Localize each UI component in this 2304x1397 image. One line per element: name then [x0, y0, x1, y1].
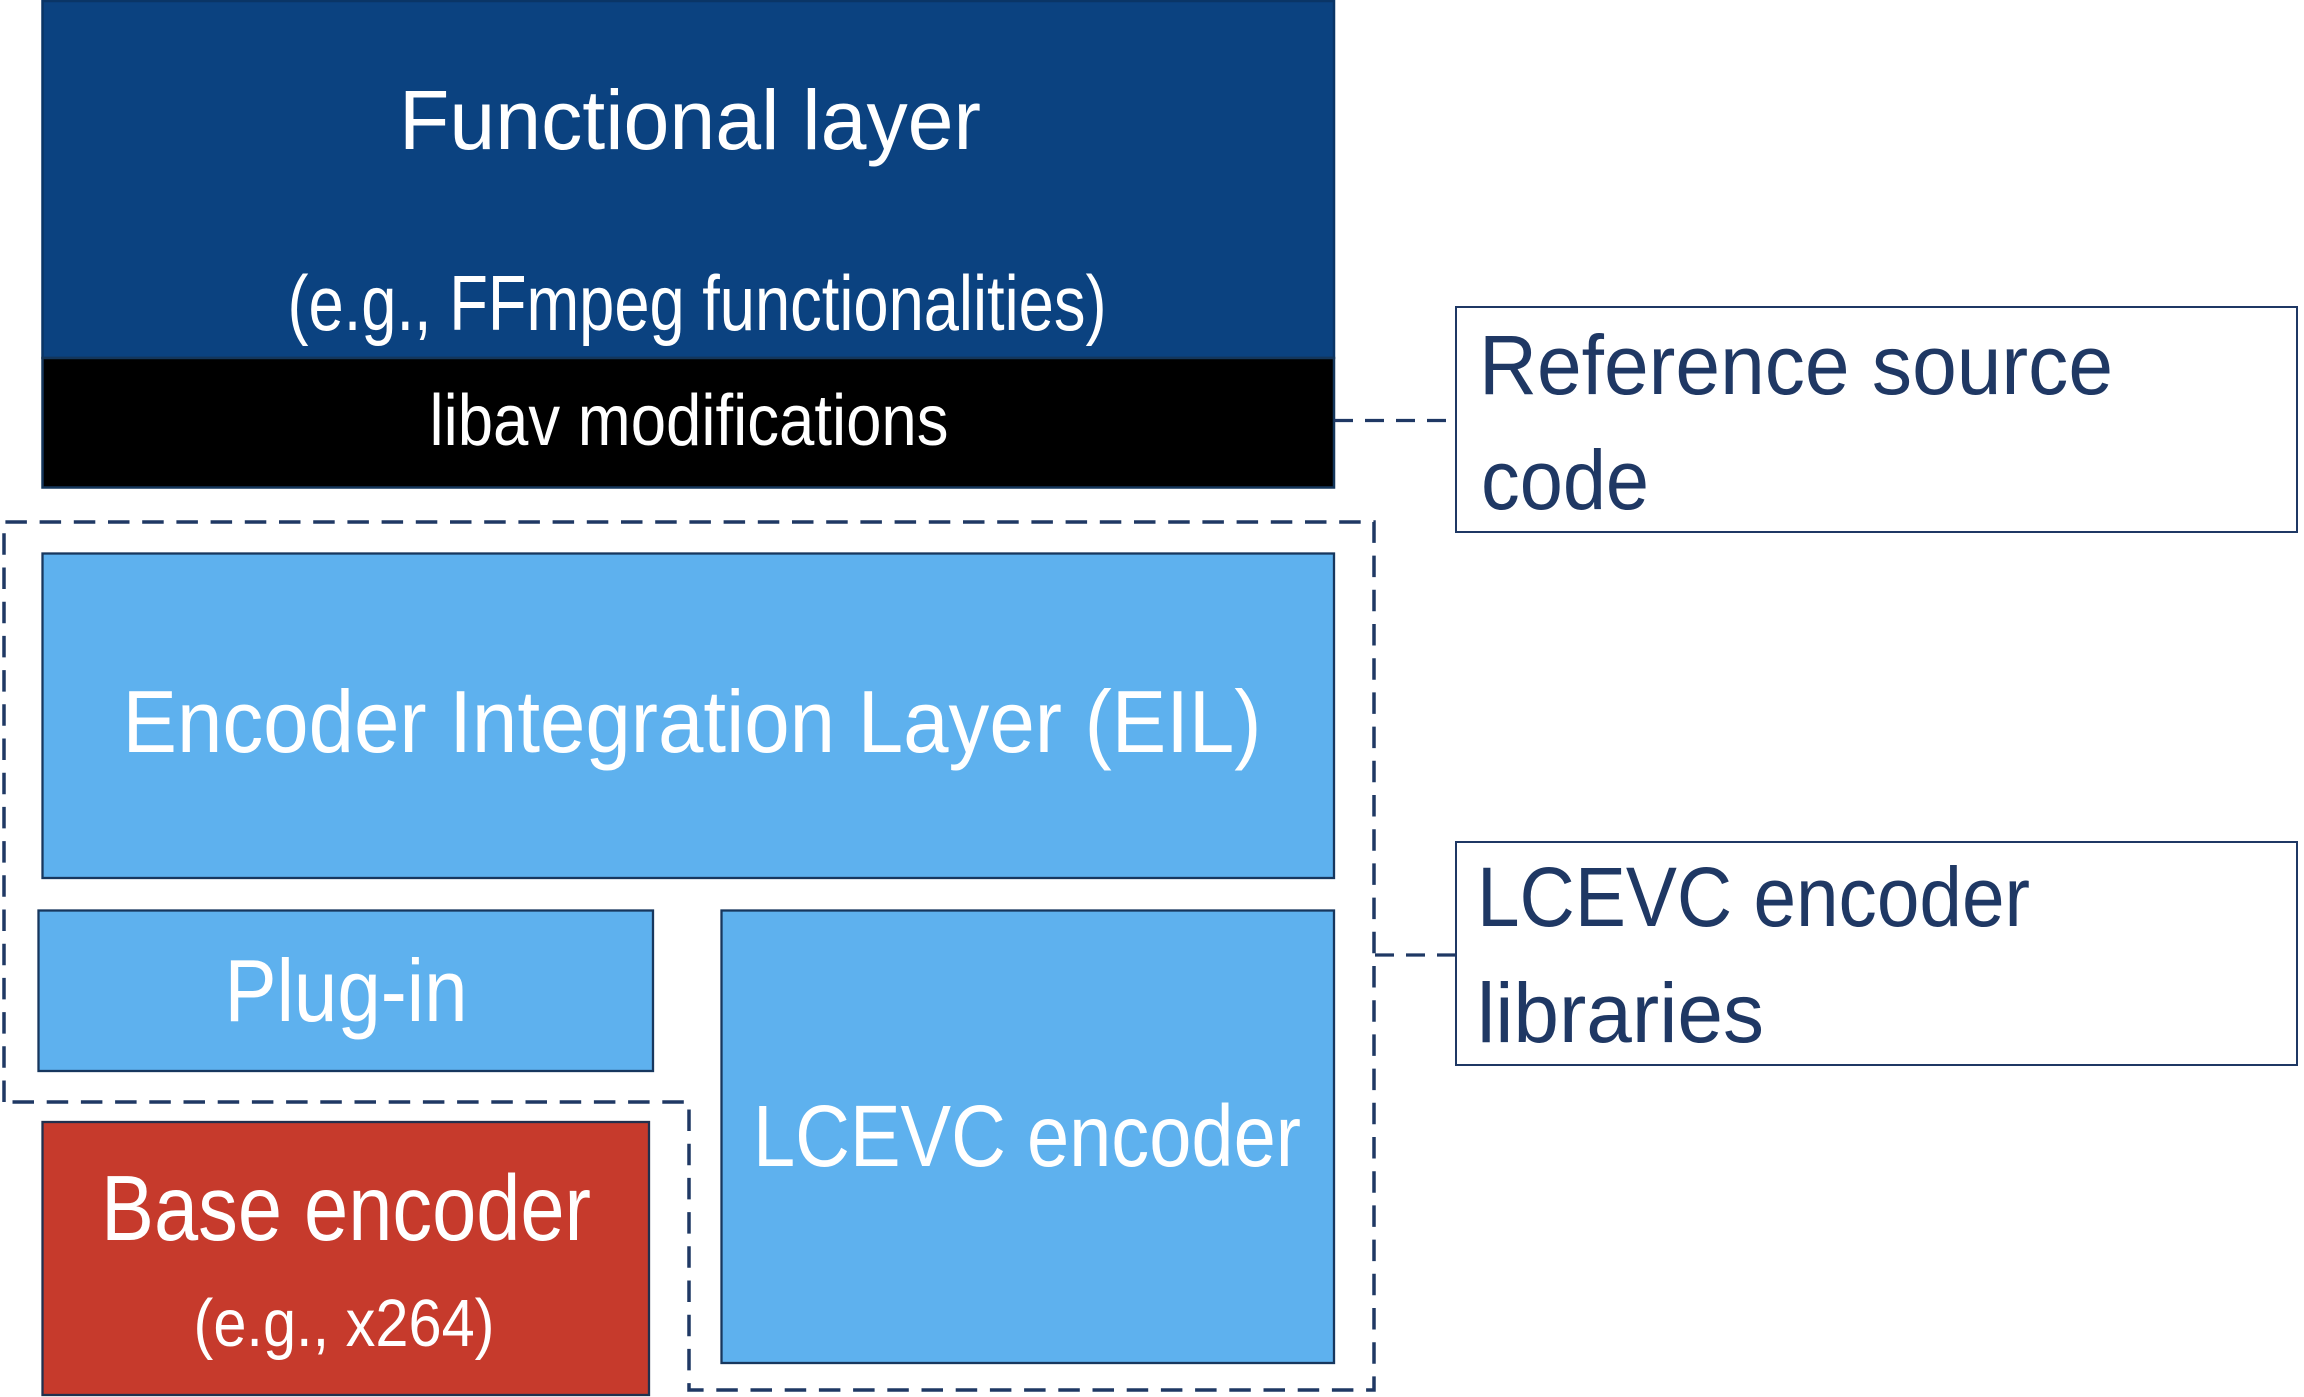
svg-text:Encoder Integration Layer (EIL: Encoder Integration Layer (EIL) — [123, 672, 1262, 771]
svg-text:Base encoder: Base encoder — [101, 1156, 591, 1260]
svg-text:Plug-in: Plug-in — [225, 941, 468, 1040]
svg-text:libraries: libraries — [1477, 966, 1764, 1060]
svg-text:code: code — [1481, 433, 1649, 527]
svg-text:LCEVC encoder: LCEVC encoder — [1477, 850, 2030, 944]
svg-text:(e.g., FFmpeg functionalities): (e.g., FFmpeg functionalities) — [288, 259, 1107, 347]
svg-text:Reference source: Reference source — [1479, 318, 2113, 412]
svg-text:Functional layer: Functional layer — [399, 73, 981, 167]
svg-text:LCEVC encoder: LCEVC encoder — [753, 1088, 1301, 1185]
svg-text:libav modifications: libav modifications — [430, 381, 949, 461]
svg-text:(e.g., x264): (e.g., x264) — [194, 1286, 495, 1361]
